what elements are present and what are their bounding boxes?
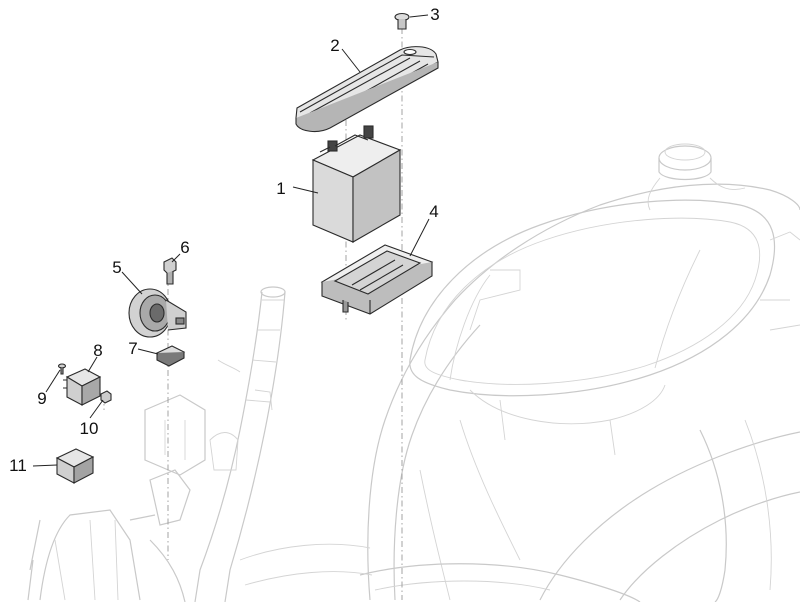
callout-6: 6 bbox=[180, 238, 189, 257]
leader-lines bbox=[32, 14, 430, 467]
callout-labels: 1 2 3 4 5 6 7 8 9 10 11 bbox=[9, 5, 440, 475]
battery-icon bbox=[311, 125, 402, 243]
callout-5: 5 bbox=[112, 258, 121, 277]
callout-8: 8 bbox=[93, 341, 102, 360]
callout-3: 3 bbox=[430, 5, 439, 24]
callout-2: 2 bbox=[330, 36, 339, 55]
callout-10: 10 bbox=[80, 419, 99, 438]
relay-icon bbox=[63, 368, 102, 406]
battery-tray-icon bbox=[320, 244, 434, 315]
callout-7: 7 bbox=[128, 339, 137, 358]
screw-icon bbox=[100, 390, 112, 404]
scooter-frame-ghost bbox=[27, 143, 800, 602]
callout-11: 11 bbox=[9, 456, 27, 475]
screw-icon bbox=[394, 12, 410, 30]
callout-4: 4 bbox=[429, 202, 438, 221]
bracket-icon bbox=[155, 345, 186, 367]
callout-1: 1 bbox=[276, 179, 285, 198]
horn-icon bbox=[128, 288, 187, 338]
screw-icon bbox=[57, 363, 67, 375]
callout-9: 9 bbox=[37, 389, 46, 408]
screw-icon bbox=[163, 257, 177, 285]
flasher-icon bbox=[55, 448, 95, 484]
battery-strap-icon bbox=[295, 46, 439, 133]
